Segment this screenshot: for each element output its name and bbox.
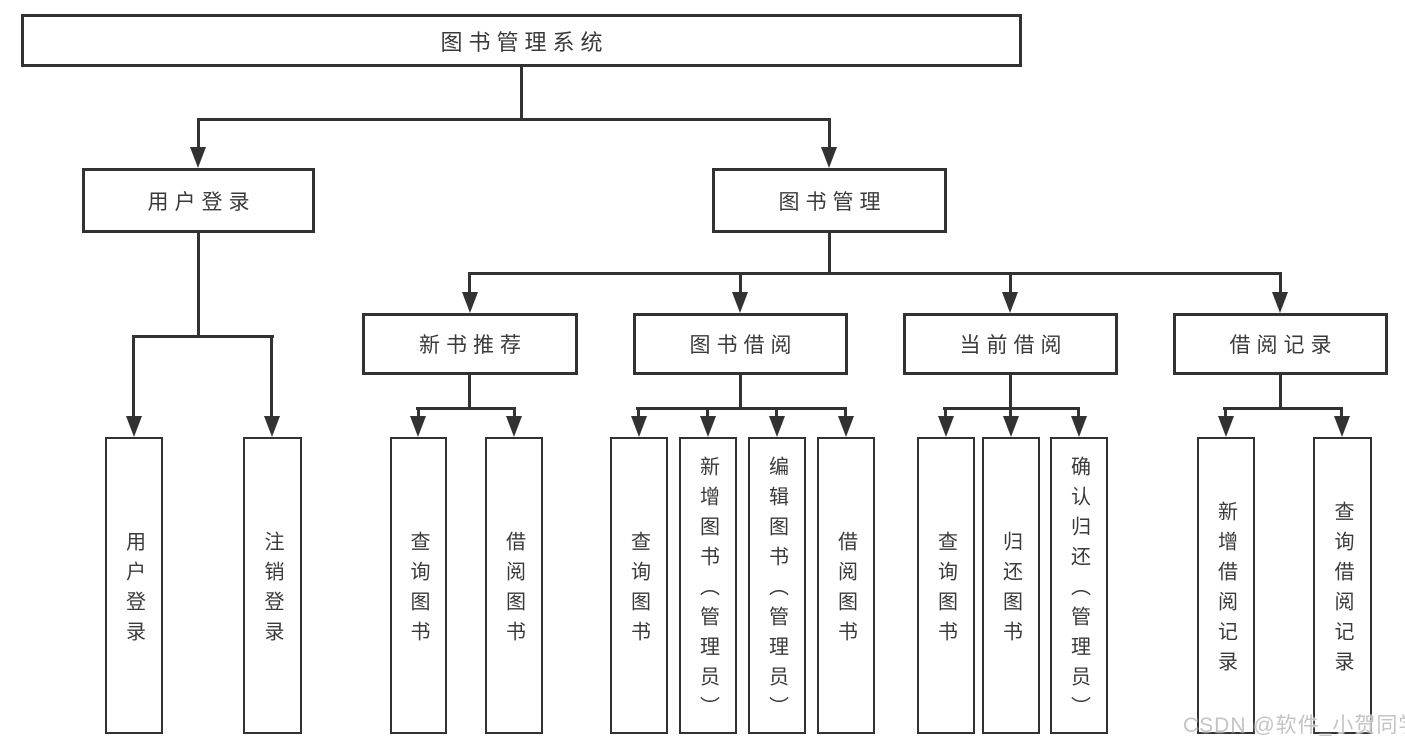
csdn-watermark: CSDN @软件_小贺同学 <box>1183 714 1405 737</box>
connector-user-login-stem <box>197 118 200 149</box>
node-borrowing-records: 借阅记录 <box>1173 313 1388 375</box>
leaf-confirm-return-admin: 确认归还（管理员） <box>1050 437 1108 734</box>
connector-leaf-stem <box>775 407 778 418</box>
leaf-user-login-label: 用户登录 <box>122 530 145 651</box>
connector-leaf-stem <box>706 407 709 418</box>
node-root-label: 图书管理系统 <box>440 29 609 55</box>
leaf-borrow-book-label: 借阅图书 <box>834 530 857 651</box>
connector-level3-stem <box>468 272 471 294</box>
connector-level2-branch <box>197 118 831 121</box>
connector-level3-stem <box>1279 272 1282 294</box>
leaf-query-book-borrowing-label: 查询图书 <box>627 530 650 651</box>
arrow-down-icon <box>700 416 716 437</box>
node-new-book-recommend: 新书推荐 <box>362 313 578 375</box>
connector-user-login-down <box>197 230 200 336</box>
arrow-down-icon <box>1218 416 1234 437</box>
arrow-down-icon <box>838 416 854 437</box>
connector-book-mgmt-down <box>828 230 831 275</box>
arrow-down-icon <box>126 416 142 437</box>
node-borrowing-records-label: 借阅记录 <box>1229 334 1338 357</box>
connector-level3-stem <box>739 272 742 294</box>
arrow-down-icon <box>190 147 206 168</box>
leaf-logout: 注销登录 <box>243 437 302 734</box>
connector-groupD-down <box>1279 372 1282 410</box>
node-root: 图书管理系统 <box>21 14 1022 67</box>
leaf-add-borrow-record-label: 新增借阅记录 <box>1214 500 1237 681</box>
arrow-down-icon <box>938 416 954 437</box>
connector-leaf-stem <box>417 407 420 418</box>
connector-groupB-branch <box>636 407 847 410</box>
node-book-borrowing: 图书借阅 <box>633 313 848 375</box>
leaf-add-book-admin-label: 新增图书（管理员） <box>696 455 719 726</box>
leaf-confirm-return-admin-label: 确认归还（管理员） <box>1067 455 1090 726</box>
connector-groupA-branch <box>416 407 516 410</box>
arrow-down-icon <box>821 147 837 168</box>
leaf-borrow-book: 借阅图书 <box>817 437 875 734</box>
connector-book-mgmt-stem <box>828 118 831 149</box>
connector-leaf-stem <box>844 407 847 418</box>
arrow-down-icon <box>732 292 748 313</box>
node-user-login-label: 用户登录 <box>147 190 256 214</box>
leaf-query-book-borrowing: 查询图书 <box>610 437 668 734</box>
leaf-borrow-book-recommend-label: 借阅图书 <box>502 530 525 651</box>
leaf-return-book-label: 归还图书 <box>999 530 1022 651</box>
arrow-down-icon <box>506 416 522 437</box>
connector-leaf-stem <box>1224 407 1227 418</box>
arrow-down-icon <box>410 416 426 437</box>
node-current-borrowing-label: 当前借阅 <box>959 334 1068 357</box>
leaf-logout-label: 注销登录 <box>261 530 283 651</box>
node-current-borrowing: 当前借阅 <box>903 313 1118 375</box>
leaf-query-book-current: 查询图书 <box>917 437 975 734</box>
node-new-book-recommend-label: 新书推荐 <box>419 334 527 357</box>
arrow-down-icon <box>769 416 785 437</box>
node-book-management: 图书管理 <box>712 168 947 233</box>
leaf-add-book-admin: 新增图书（管理员） <box>679 437 737 734</box>
connector-level3-branch <box>468 272 1282 275</box>
connector-leaf-stem <box>1340 407 1343 418</box>
arrow-down-icon <box>462 292 478 313</box>
leaf-query-book-recommend-label: 查询图书 <box>407 530 429 651</box>
connector-leaf-stem <box>637 407 640 418</box>
arrow-down-icon <box>1003 416 1019 437</box>
connector-leaf-stem <box>270 335 273 418</box>
connector-user-login-branch <box>132 335 274 338</box>
connector-leaf-stem <box>513 407 516 418</box>
arrow-down-icon <box>1071 416 1087 437</box>
connector-groupA-down <box>468 372 471 410</box>
arrow-down-icon <box>1002 292 1018 313</box>
leaf-query-book-current-label: 查询图书 <box>934 530 957 651</box>
node-user-login: 用户登录 <box>82 168 315 233</box>
leaf-return-book: 归还图书 <box>982 437 1040 734</box>
leaf-edit-book-admin-label: 编辑图书（管理员） <box>765 455 788 726</box>
node-book-borrowing-label: 图书借阅 <box>689 334 798 357</box>
connector-level3-stem <box>1009 272 1012 294</box>
connector-groupC-down <box>1009 372 1012 410</box>
connector-leaf-stem <box>944 407 947 418</box>
leaf-query-borrow-record: 查询借阅记录 <box>1313 437 1372 734</box>
connector-leaf-stem <box>1077 407 1080 418</box>
connector-groupB-down <box>739 372 742 410</box>
leaf-query-book-recommend: 查询图书 <box>390 437 447 734</box>
connector-groupD-branch <box>1223 407 1343 410</box>
leaf-edit-book-admin: 编辑图书（管理员） <box>748 437 806 734</box>
arrow-down-icon <box>264 416 280 437</box>
leaf-query-borrow-record-label: 查询借阅记录 <box>1331 500 1353 681</box>
arrow-down-icon <box>631 416 647 437</box>
arrow-down-icon <box>1334 416 1350 437</box>
leaf-borrow-book-recommend: 借阅图书 <box>485 437 543 734</box>
leaf-user-login: 用户登录 <box>105 437 163 734</box>
leaf-add-borrow-record: 新增借阅记录 <box>1197 437 1255 734</box>
node-book-management-label: 图书管理 <box>778 190 887 214</box>
arrow-down-icon <box>1272 292 1288 313</box>
connector-leaf-stem <box>1009 407 1012 418</box>
connector-leaf-stem <box>132 335 135 418</box>
connector-root-stem <box>520 65 523 121</box>
